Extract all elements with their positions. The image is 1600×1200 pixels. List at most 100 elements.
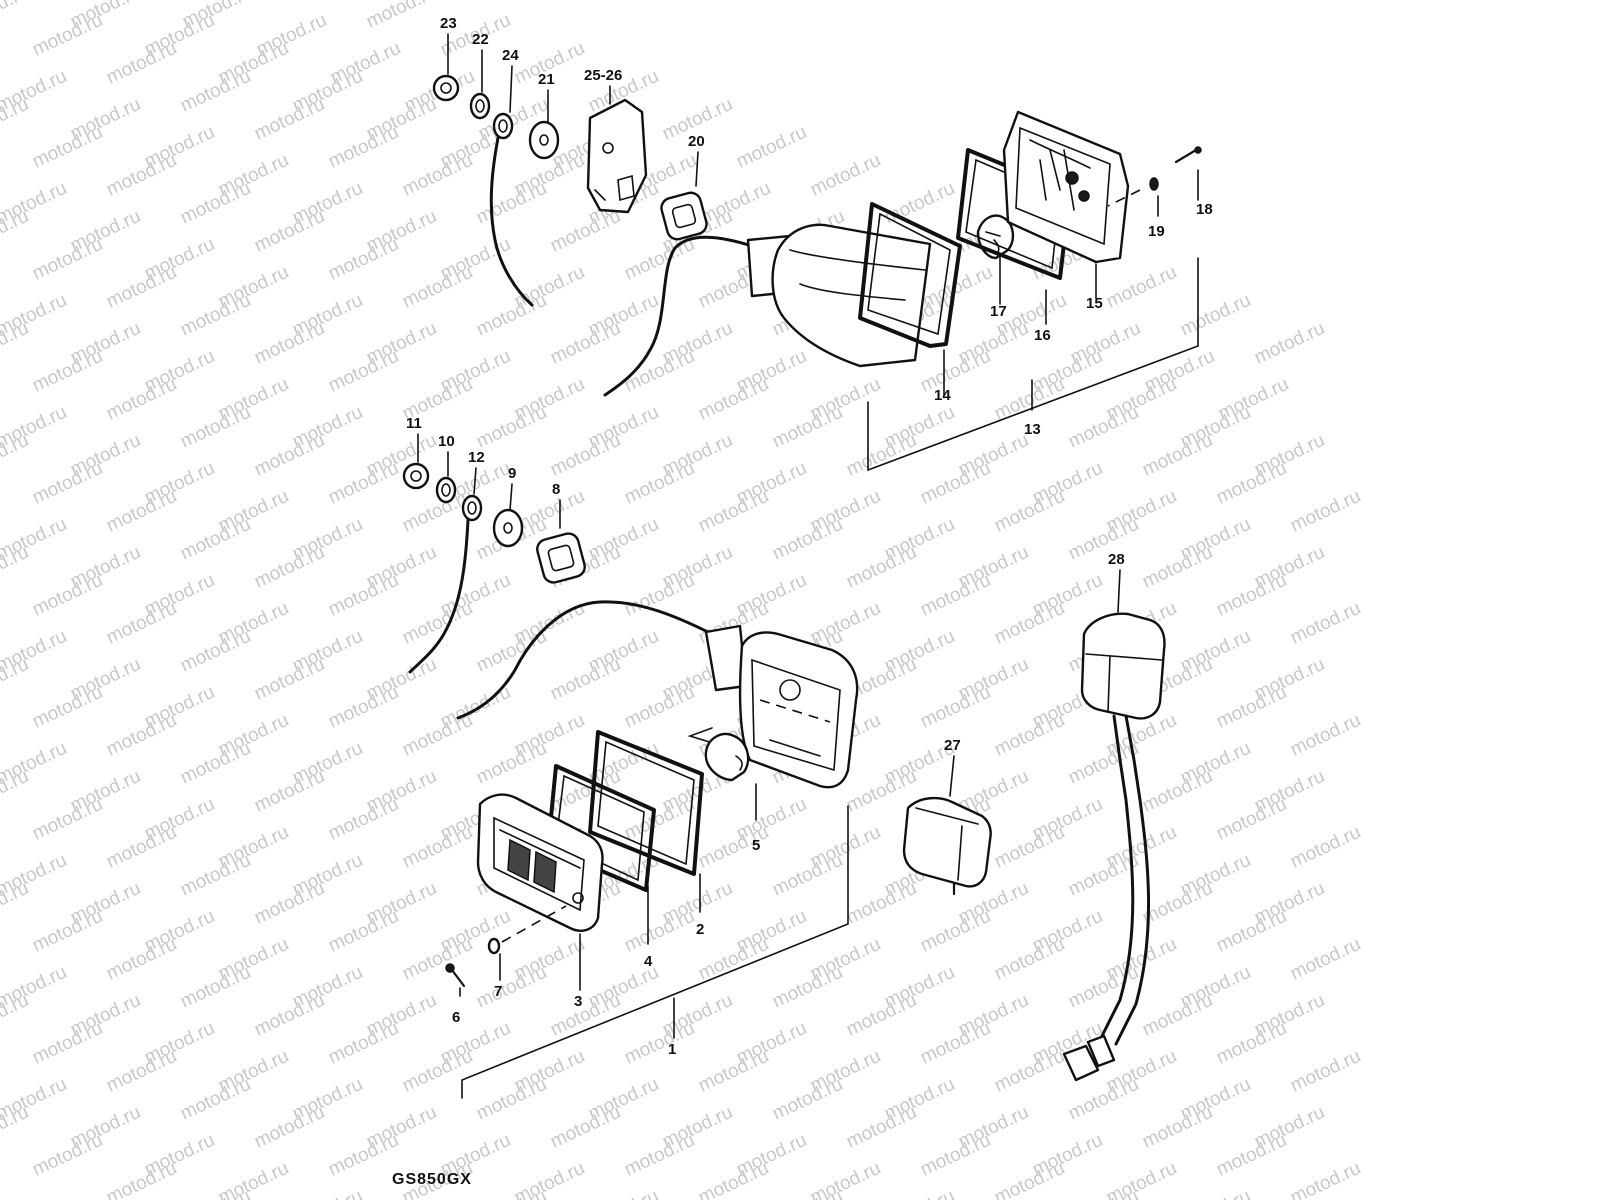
watermark-text: motod.ru <box>29 1018 106 1069</box>
watermark-text: motod.ru <box>585 1186 662 1200</box>
part-19-washer <box>1107 177 1159 207</box>
part-14-gasket <box>858 202 962 348</box>
watermark-text: motod.ru <box>0 0 32 33</box>
callout-21: 21 <box>538 71 555 88</box>
watermark-text: motod.ru <box>917 346 994 397</box>
watermark-text: motod.ru <box>917 570 994 621</box>
watermark-text: motod.ru <box>103 150 180 201</box>
callout-8: 8 <box>552 481 560 498</box>
watermark-text: motod.ru <box>695 1046 772 1097</box>
watermark-text: motod.ru <box>695 486 772 537</box>
watermark-text: motod.ru <box>29 346 106 397</box>
watermark-text: motod.ru <box>103 598 180 649</box>
watermark-text: motod.ru <box>289 0 366 5</box>
watermark-text: motod.ru <box>621 1018 698 1069</box>
watermark-text: motod.ru <box>991 486 1068 537</box>
part-12-ground-wire <box>408 494 483 674</box>
watermark-text: motod.ru <box>399 934 476 985</box>
callout-18: 18 <box>1196 201 1213 218</box>
watermark-text: motod.ru <box>177 514 254 565</box>
part-21-washer <box>528 120 560 160</box>
watermark-text: motod.ru <box>1139 878 1216 929</box>
part-22-washer <box>469 92 491 120</box>
part-25-26-bracket <box>586 98 648 214</box>
watermark-text: motod.ru <box>177 66 254 117</box>
callout-12: 12 <box>468 449 485 466</box>
watermark-text: motod.ru <box>769 402 846 453</box>
watermark-text: motod.ru <box>473 178 550 229</box>
callout-5: 5 <box>752 837 760 854</box>
watermark-text: motod.ru <box>843 1102 920 1153</box>
watermark-text: motod.ru <box>399 822 476 873</box>
watermark-text: motod.ru <box>177 738 254 789</box>
part-3-lens <box>476 793 604 932</box>
watermark-text: motod.ru <box>547 990 624 1041</box>
watermark-text: motod.ru <box>29 234 106 285</box>
watermark-text: motod.ru <box>289 1186 366 1200</box>
watermark-text: motod.ru <box>769 1186 846 1200</box>
callout-1: 1 <box>668 1041 676 1058</box>
watermark-text: motod.ru <box>29 458 106 509</box>
callout-28: 28 <box>1108 551 1125 568</box>
watermark-text: motod.ru <box>177 178 254 229</box>
callout-16: 16 <box>1034 327 1051 344</box>
watermark-text: motod.ru <box>547 430 624 481</box>
callout-7: 7 <box>494 983 502 1000</box>
watermark-text: motod.ru <box>1139 990 1216 1041</box>
part-2-gasket <box>588 730 704 876</box>
watermark-text: motod.ru <box>177 402 254 453</box>
watermark-text: motod.ru <box>769 962 846 1013</box>
watermark-text: motod.ru <box>1213 1130 1290 1181</box>
watermark-text: motod.ru <box>1065 514 1142 565</box>
watermark-text: motod.ru <box>1139 766 1216 817</box>
watermark-text: motod.ru <box>399 710 476 761</box>
callout-19: 19 <box>1148 223 1165 240</box>
part-6-screw <box>445 963 466 988</box>
watermark-text: motod.ru <box>1213 906 1290 957</box>
watermark-text: motod.ru <box>917 458 994 509</box>
watermark-text: motod.ru <box>547 1102 624 1153</box>
watermark-text: motod.ru <box>473 1074 550 1125</box>
watermark-text: motod.ru <box>843 542 920 593</box>
part-27-relay <box>902 796 992 896</box>
watermark-text: motod.ru <box>325 1018 402 1069</box>
watermark-text: motod.ru <box>695 374 772 425</box>
callout-9: 9 <box>508 465 516 482</box>
callout-22: 22 <box>472 31 489 48</box>
watermark-text: motod.ru <box>251 542 328 593</box>
watermark-text: motod.ru <box>103 262 180 313</box>
watermark-text: motod.ru <box>1065 1074 1142 1125</box>
part-23-nut <box>432 74 460 102</box>
model-code-label: GS850GX <box>392 1171 472 1188</box>
watermark-text: motod.ru <box>547 206 624 257</box>
part-13-signal-housing <box>746 223 932 368</box>
watermark-text: motod.ru <box>103 710 180 761</box>
callout-20: 20 <box>688 133 705 150</box>
watermark-text: motod.ru <box>29 122 106 173</box>
watermark-text: motod.ru <box>547 318 624 369</box>
watermark-text: motod.ru <box>325 346 402 397</box>
watermark-text: motod.ru <box>621 906 698 957</box>
watermark-text: motod.ru <box>1287 934 1364 985</box>
callout-13: 13 <box>1024 421 1041 438</box>
callout-14: 14 <box>934 387 951 404</box>
watermark-text: motod.ru <box>103 822 180 873</box>
watermark-text: motod.ru <box>399 1046 476 1097</box>
watermark-text: motod.ru <box>769 514 846 565</box>
watermark-text: motod.ru <box>473 738 550 789</box>
watermark-text: motod.ru <box>769 1074 846 1125</box>
watermark-text: motod.ru <box>733 122 810 173</box>
watermark-text: motod.ru <box>29 10 106 61</box>
watermark-text: motod.ru <box>103 934 180 985</box>
watermark-text: motod.ru <box>251 94 328 145</box>
watermark-text: motod.ru <box>177 962 254 1013</box>
watermark-text: motod.ru <box>473 290 550 341</box>
watermark-text: motod.ru <box>325 458 402 509</box>
part-7-washer <box>487 905 567 955</box>
watermark-text: motod.ru <box>991 710 1068 761</box>
watermark-text: motod.ru <box>1103 262 1180 313</box>
watermark-text: motod.ru <box>103 38 180 89</box>
watermark-text: motod.ru <box>621 682 698 733</box>
watermark-text: motod.ru <box>325 122 402 173</box>
watermark-text: motod.ru <box>473 962 550 1013</box>
